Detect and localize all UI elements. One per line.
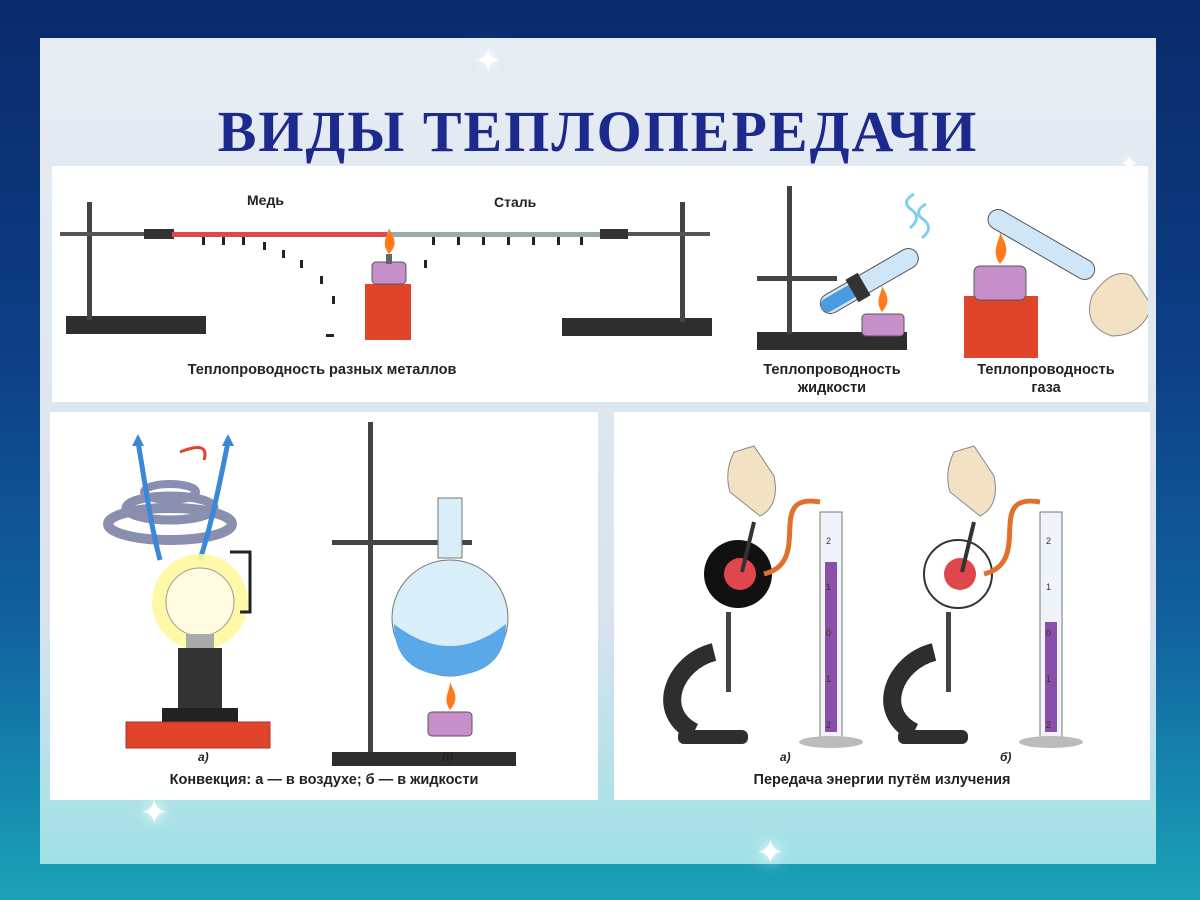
thermometer-tick-label: 1 <box>826 674 832 684</box>
gas-caption-line1: Теплопроводность <box>977 362 1115 378</box>
thermometer-tick-label: 1 <box>826 582 832 592</box>
liquid-caption-line2: жидкости <box>797 380 867 396</box>
thermometer-tick-label: 2 <box>826 720 832 730</box>
panel-convection: а) б) Конвекция: а — в воздухе; б — в жи… <box>50 412 598 800</box>
thermometer-tick-label: 2 <box>826 536 832 546</box>
slide: ВИДЫ ТЕПЛОПЕРЕДАЧИ <box>40 38 1156 864</box>
copper-label: Медь <box>247 192 284 208</box>
thermometer-tick-label: 2 <box>1046 536 1052 546</box>
thermometer-tick-label: 1 <box>1046 582 1052 592</box>
radiation-caption: Передача энергии путём излучения <box>753 772 1011 788</box>
panel-radiation: а) б) Передача энергии путём излучения 2… <box>614 412 1150 800</box>
convection-sub-a: а) <box>198 750 209 764</box>
metals-caption: Теплопроводность разных металлов <box>187 362 457 378</box>
thermometer-tick-label: 2 <box>1046 720 1052 730</box>
slide-title: ВИДЫ ТЕПЛОПЕРЕДАЧИ <box>217 99 979 164</box>
convection-illustration <box>103 422 516 766</box>
conduction-illustration <box>60 186 1148 358</box>
radiation-sub-b: б) <box>1000 750 1012 764</box>
thermometer-tick-label: 0 <box>826 628 832 638</box>
thermometer-tick-label: 1 <box>1046 674 1052 684</box>
sparkle-icon: ✦ <box>140 793 169 833</box>
convection-sub-b: б) <box>442 750 454 764</box>
steel-label: Сталь <box>494 194 537 210</box>
panel-conduction: Медь Сталь Теплопроводность разных метал… <box>52 166 1148 402</box>
radiation-sub-a: а) <box>780 750 791 764</box>
thermometer-tick-label: 0 <box>1046 628 1052 638</box>
sparkle-icon: ✦ <box>474 41 503 81</box>
radiation-illustration <box>663 445 1083 748</box>
sparkle-icon: ✦ <box>1120 152 1139 177</box>
gas-caption-line2: газа <box>1031 380 1061 396</box>
convection-caption: Конвекция: а — в воздухе; б — в жидкости <box>169 772 479 788</box>
sparkle-icon: ✦ <box>756 833 785 873</box>
liquid-caption-line1: Теплопроводность <box>763 362 901 378</box>
